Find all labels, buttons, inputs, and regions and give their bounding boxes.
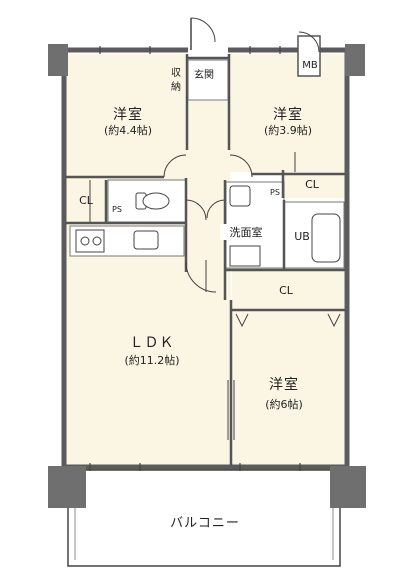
room-western-b-name: 洋室	[273, 107, 303, 123]
washroom-label: 洗面室	[220, 224, 272, 240]
room-western-c-size: (約6帖)	[265, 398, 303, 411]
meter-box-label: MB	[302, 60, 318, 71]
balcony-label: バルコニー	[170, 516, 240, 531]
door-swings	[163, 154, 253, 293]
toilet-icon	[135, 192, 170, 210]
room-western-b-floor	[230, 54, 345, 172]
ldk-name: ＬＤＫ	[129, 335, 175, 351]
room-western-a-floor	[66, 54, 188, 176]
pillars	[48, 35, 366, 508]
closet-right-top-floor	[283, 172, 345, 198]
closet-right-bottom-floor	[232, 270, 344, 310]
washing-machine-icon	[229, 245, 261, 267]
storage-label-top: 収	[171, 68, 181, 79]
closet-right-top-label: CL	[305, 178, 319, 191]
windows	[89, 46, 301, 471]
room-western-c-name: 洋室	[269, 377, 299, 393]
room-western-a-name: 洋室	[113, 107, 143, 123]
door-swing-toilet	[185, 199, 207, 221]
kitchen-sink-icon	[133, 230, 159, 250]
closet-left-label: CL	[79, 194, 93, 207]
closet-door-marks	[235, 313, 341, 328]
room-western-c-floor	[232, 310, 344, 465]
closet-left-floor	[66, 180, 106, 222]
door-swing-room-b	[229, 154, 253, 178]
door-swing-wash	[206, 199, 226, 219]
ldk-size: (約11.2帖)	[124, 354, 180, 367]
door-swing-room-a	[163, 154, 187, 178]
washbasin-icon	[229, 185, 251, 207]
bathtub-icon	[311, 213, 341, 263]
unit-bath-label: UB	[294, 230, 310, 243]
entrance-label: 玄関	[194, 70, 214, 81]
sliding-doors	[89, 152, 296, 440]
stove-icon	[75, 229, 105, 253]
meter-box-pillar	[297, 35, 321, 77]
door-swing-ldk	[185, 261, 217, 293]
balcony-area	[67, 469, 341, 567]
pipe-space-left-label: PS	[112, 205, 122, 214]
pillar-bottom-left	[48, 466, 86, 508]
inner-walls	[66, 54, 345, 466]
room-western-b-size: (約3.9帖)	[263, 124, 313, 137]
room-western-a-size: (約4.4帖)	[103, 124, 153, 137]
mb-door-swing	[298, 31, 320, 53]
pipe-space-right-label: PS	[270, 188, 280, 197]
entrance-door-swing	[190, 17, 216, 43]
closet-right-bottom-label: CL	[279, 284, 293, 297]
storage-label-bottom: 納	[171, 82, 181, 93]
pillar-bottom-right	[330, 466, 366, 508]
pillar-top-left	[48, 44, 68, 76]
pillar-top-right	[345, 44, 365, 76]
